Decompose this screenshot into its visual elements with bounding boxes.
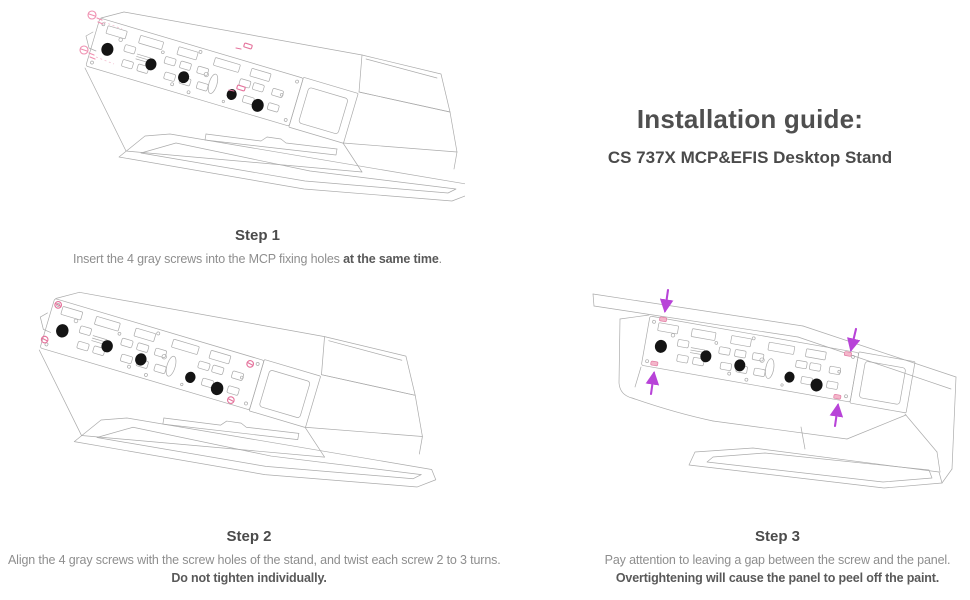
step1-text: Insert the 4 gray screws into the MCP fi… [15,250,500,268]
step1-text-bold: at the same time [343,252,439,266]
screw-icon [79,45,115,65]
page-title: Installation guide: [636,104,864,134]
step3-illustration [585,288,970,526]
step1-label: Step 1 [234,227,280,244]
step3-text-bold: Overtightening will cause the panel to p… [590,569,965,587]
step2-bold: Do not tighten individually. [171,571,327,585]
step3-label: Step 3 [754,528,800,545]
screw-arrow-icon [645,288,861,428]
step1-text-suffix: . [438,252,442,266]
step3-caption: Step 3 Pay attention to leaving a gap be… [590,528,965,587]
step2-text: Align the 4 gray screws with the screw h… [8,553,501,567]
fixing-hole-marker [228,42,253,92]
page-subtitle: CS 737X MCP&EFIS Desktop Stand [607,148,893,167]
step1-illustration [79,10,465,232]
step3-text: Pay attention to leaving a gap between t… [604,553,951,567]
title-block: Installation guide: CS 737X MCP&EFIS Des… [555,104,945,168]
step2-caption: Step 2 Align the 4 gray screws with the … [8,528,501,587]
screw-head-marker [650,316,852,400]
step2-text-bold: Do not tighten individually. [8,569,490,587]
screw-icon [87,10,123,30]
step2-label: Step 2 [226,528,272,545]
step2-illustration [8,280,478,525]
step3-bold: Overtightening will cause the panel to p… [615,571,940,585]
screw-in-hole-marker [40,301,255,404]
step1-caption: Step 1 Insert the 4 gray screws into the… [15,227,500,268]
step1-text-normal: Insert the 4 gray screws into the MCP fi… [73,252,344,266]
